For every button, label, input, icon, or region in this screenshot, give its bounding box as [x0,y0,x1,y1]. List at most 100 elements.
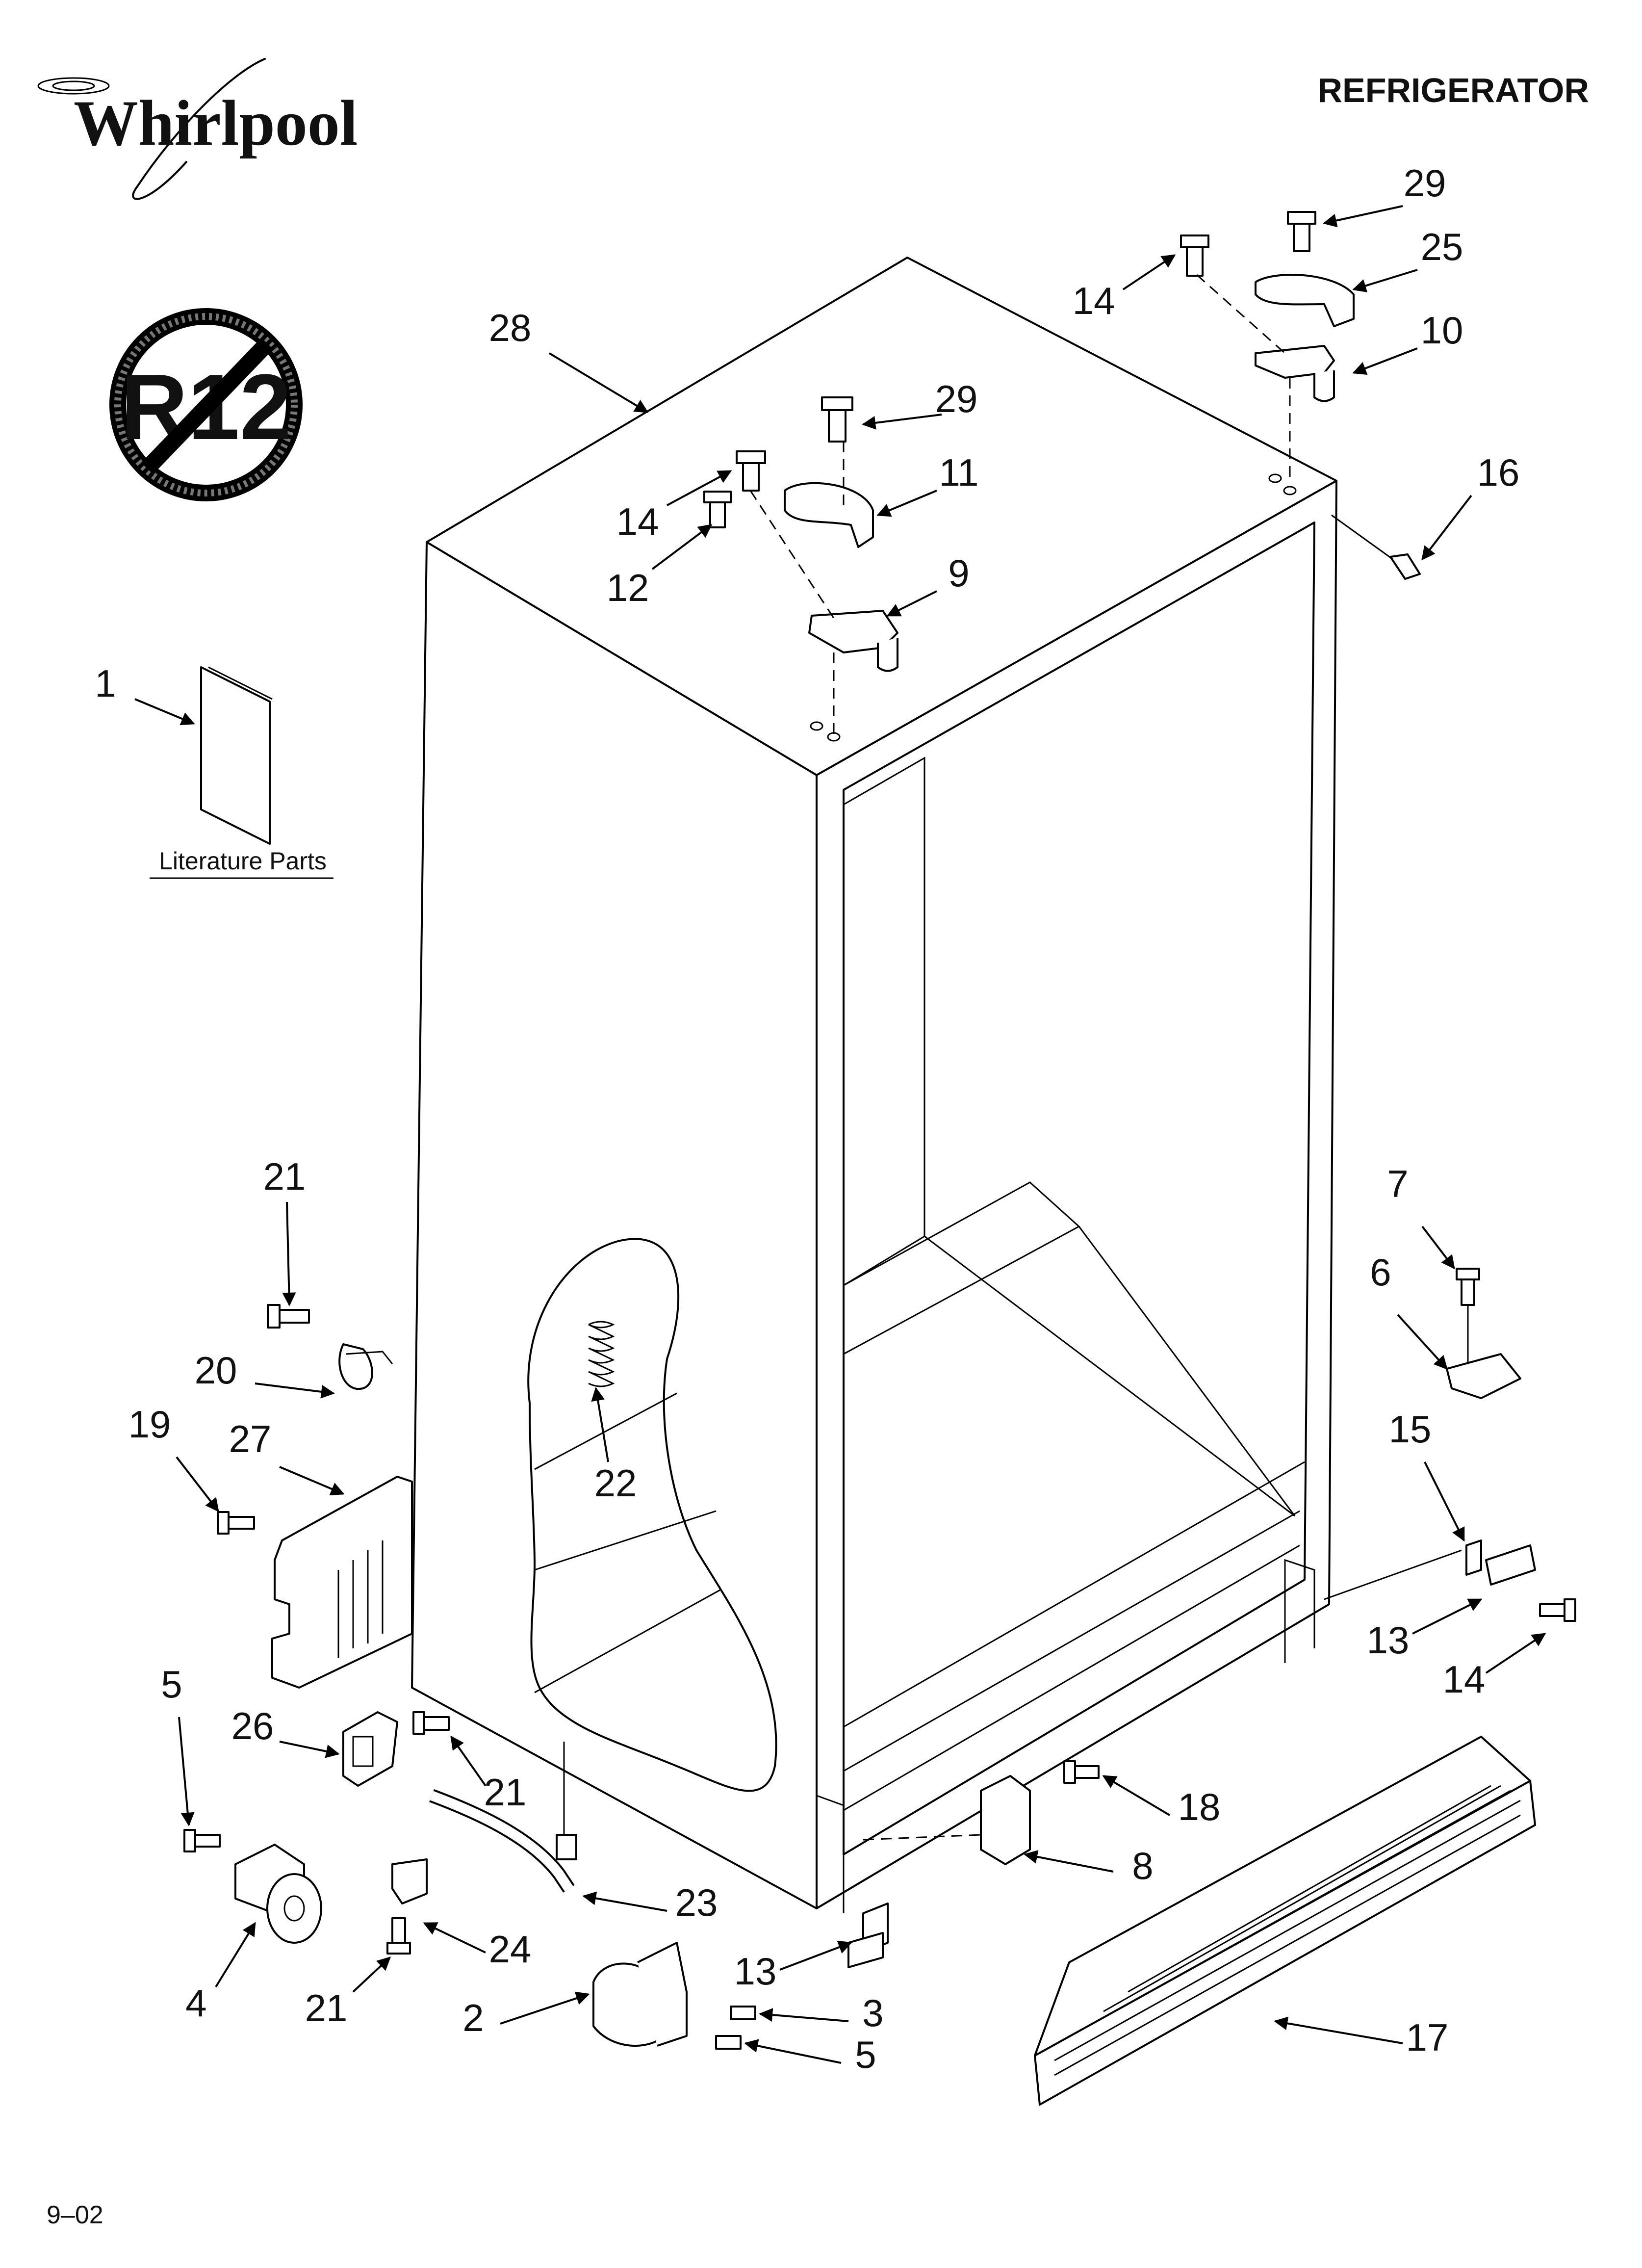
callout-5: 5 [161,1663,182,1706]
callout-9: 9 [948,551,969,595]
callout-arrow-13 [1412,1598,1483,1635]
hinge-pin-cap [1389,553,1421,580]
callout-28: 28 [489,306,532,349]
hinge-cover [784,482,874,548]
hinge-cover-right [1255,274,1355,327]
callout-14: 14 [1443,1658,1486,1701]
callout-arrow-25 [1352,269,1418,292]
callout-14: 14 [616,500,659,543]
callout-arrow-15 [1424,1461,1465,1542]
callout-10: 10 [1421,309,1463,352]
callout-arrow-27 [279,1466,345,1496]
prohibition-slash-icon [141,338,274,474]
brand-name: Whirlpool [74,87,358,159]
callout-arrow-12 [651,524,713,570]
callout-15: 15 [1389,1408,1432,1451]
date-code: 9–02 [47,2201,103,2229]
callout-arrow-16 [1421,495,1472,561]
callout-27: 27 [229,1417,272,1460]
callout-4: 4 [185,1981,206,2025]
callout-19: 19 [128,1403,171,1446]
callout-arrow-22 [591,1387,609,1462]
top-hinge-right [1180,211,1421,580]
page-title: REFRIGERATOR [1317,71,1589,109]
callout-arrow-21 [352,1956,391,1993]
callout-arrow-5 [178,1717,195,1826]
left-lower-parts [183,1304,577,1955]
top-hinge-left [703,396,898,742]
callout-8: 8 [1132,1844,1153,1887]
grille-bracket [980,1775,1031,1865]
right-parts [1324,1268,1576,1622]
callout-20: 20 [195,1349,237,1392]
callout-arrow-6 [1397,1314,1448,1370]
callout-7: 7 [1387,1162,1408,1205]
callout-arrow-28 [548,352,649,413]
callout-arrow-9 [886,590,937,617]
callout-3: 3 [862,1991,883,2034]
callout-arrow-2 [500,1991,590,2025]
callout-14: 14 [1073,279,1115,322]
callout-arrow-14 [1485,1633,1546,1674]
hinge-shim [1446,1353,1521,1399]
callout-arrow-14 [1122,254,1176,290]
callout-arrow-29 [862,414,942,430]
callout-29: 29 [935,377,978,420]
tube-clamp [391,1858,428,1904]
callout-23: 23 [675,1881,718,1924]
logo-swirl-icon [37,77,110,95]
callout-12: 12 [607,566,649,609]
callout-arrow-11 [876,490,937,517]
literature-label: Literature Parts [159,847,327,875]
callout-arrow-3 [759,2008,849,2022]
callout-arrow-21 [450,1735,487,1787]
callout-arrow-8 [1024,1850,1114,1873]
callout-arrow-13 [779,1940,852,1971]
callout-arrow-23 [582,1891,667,1912]
callout-21: 21 [305,1986,348,2030]
callout-arrow-26 [279,1741,340,1758]
callout-2: 2 [462,1996,484,2039]
callout-arrow-4 [215,1922,256,1988]
callout-29: 29 [1404,161,1446,205]
callout-arrow-14 [667,470,732,506]
callout-21: 21 [263,1155,306,1198]
control-bracket [271,1476,413,1689]
callout-21: 21 [484,1771,527,1814]
callout-25: 25 [1421,225,1463,268]
callout-22: 22 [594,1461,637,1505]
callout-arrow-24 [423,1922,486,1954]
callout-arrow-29 [1323,205,1403,228]
callout-arrow-10 [1352,347,1418,375]
wire-clip [338,1343,373,1390]
callout-17: 17 [1406,2016,1449,2059]
callout-6: 6 [1370,1251,1391,1294]
callout-5: 5 [855,2033,876,2076]
callout-arrow-17 [1274,2016,1403,2044]
callout-16: 16 [1477,451,1520,494]
drain-tube-spring [588,1321,615,1387]
callout-11: 11 [939,451,979,494]
callout-arrow-20 [255,1382,335,1399]
callout-13: 13 [1367,1618,1410,1662]
door-closer [342,1711,398,1787]
r12-badge: R12 [109,308,303,501]
callout-arrow-5 [744,2039,842,2064]
cabinet [411,257,1337,1913]
bottom-hinge [1465,1539,1482,1576]
literature-parts: Literature Parts [150,666,334,879]
callout-arrow-7 [1421,1225,1455,1270]
callout-arrow-19 [176,1456,219,1512]
bottom-center-parts [592,1760,1100,2050]
callout-13: 13 [734,1950,777,1993]
callout-arrow-21 [282,1201,296,1306]
roller-wheel [266,1873,322,1944]
callout-18: 18 [1178,1785,1221,1828]
callout-arrow-1 [134,698,195,726]
whirlpool-logo: Whirlpool [37,58,358,200]
callout-1: 1 [95,662,116,705]
callout-24: 24 [489,1928,532,1971]
toe-grille [1034,1736,1536,2106]
